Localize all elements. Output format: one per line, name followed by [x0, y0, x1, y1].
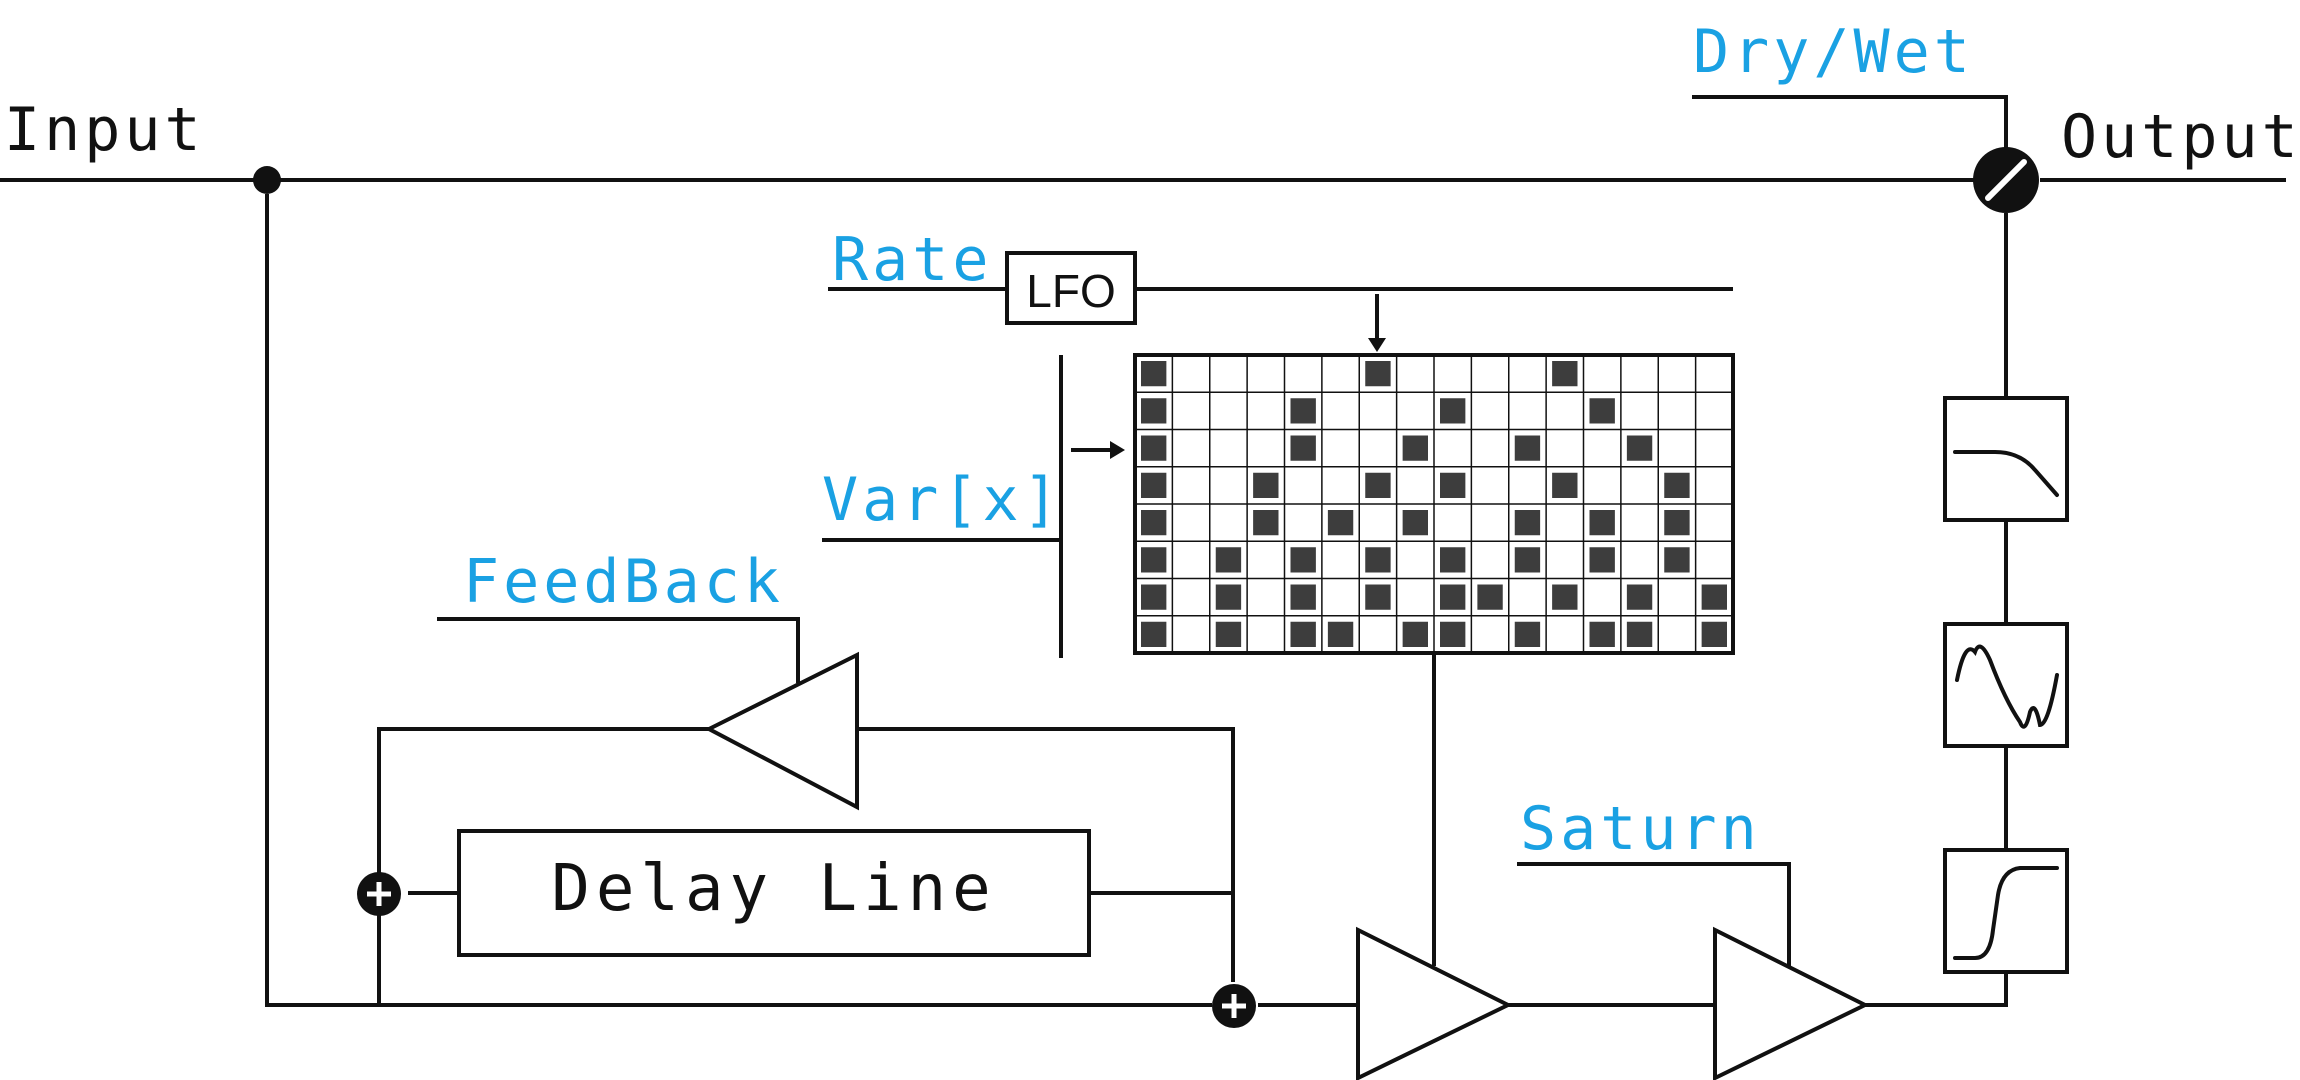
sequencer-step-active[interactable]	[1552, 472, 1578, 498]
saturation-curve-icon	[1953, 866, 2059, 960]
sequencer-step-active[interactable]	[1514, 621, 1541, 647]
sum-node-icon	[1212, 984, 1256, 1028]
sequencer-step-active[interactable]	[1664, 472, 1690, 498]
sequencer-step-active[interactable]	[1365, 361, 1391, 387]
dry-wet-control-wire	[1692, 95, 2008, 152]
sequencer-step-active[interactable]	[1589, 398, 1615, 424]
lfo-label: LFO	[1026, 265, 1115, 317]
sequencer-step-active[interactable]	[1327, 510, 1354, 536]
sequencer-step-active[interactable]	[1215, 584, 1242, 610]
sequencer-grid-lines	[1135, 355, 1733, 653]
waveform-block[interactable]	[1943, 622, 2069, 748]
sequencer-step-active[interactable]	[1141, 361, 1167, 387]
sequencer-step-active[interactable]	[1626, 584, 1653, 610]
sequencer-step-active[interactable]	[1589, 621, 1615, 647]
saturation-block[interactable]	[1943, 848, 2069, 974]
sequencer-step-active[interactable]	[1290, 547, 1316, 573]
lowpass-filter-icon	[1953, 450, 2059, 497]
input-label: Input	[4, 95, 205, 165]
sequencer-step-active[interactable]	[1290, 584, 1316, 610]
saturn-control-wire	[1517, 862, 1791, 966]
sequencer-step-active[interactable]	[1402, 510, 1428, 536]
waveform-box	[1943, 622, 2069, 748]
sequencer-step-active[interactable]	[1514, 435, 1541, 461]
lfo-arrow-head	[1368, 338, 1386, 352]
sequencer-step-active[interactable]	[1701, 584, 1727, 610]
var-x-label: Var[x]	[822, 465, 1063, 535]
sequencer-step-active[interactable]	[1290, 621, 1316, 647]
filter-box	[1943, 396, 2069, 522]
sequencer-step-active[interactable]	[1402, 435, 1428, 461]
dry-wet-label: Dry/Wet	[1693, 17, 1974, 87]
vca-amp[interactable]	[1356, 926, 1513, 1080]
input-split-node	[253, 166, 281, 194]
lowpass-filter-block[interactable]	[1943, 396, 2069, 522]
sequencer-step-active[interactable]	[1141, 510, 1167, 536]
feedback-right-wire	[857, 727, 1235, 982]
sequencer-step-active[interactable]	[1440, 472, 1466, 498]
sequencer-step-active[interactable]	[1327, 621, 1354, 647]
sequencer-step-active[interactable]	[1141, 435, 1167, 461]
sequencer-step-active[interactable]	[1664, 510, 1690, 536]
sequencer-step-active[interactable]	[1253, 472, 1279, 498]
sequencer-step-active[interactable]	[1589, 547, 1615, 573]
sequencer-step-active[interactable]	[1701, 621, 1727, 647]
sequencer-step-active[interactable]	[1514, 547, 1541, 573]
sequencer-step-active[interactable]	[1365, 584, 1391, 610]
saturation-box	[1943, 848, 2069, 974]
sequencer-step-active[interactable]	[1141, 398, 1167, 424]
saturn-amp[interactable]	[1713, 926, 1870, 1080]
sequencer-step-active[interactable]	[1626, 435, 1653, 461]
sequencer-step-active[interactable]	[1141, 621, 1167, 647]
sequencer-step-active[interactable]	[1626, 621, 1653, 647]
sequencer-step-active[interactable]	[1141, 472, 1167, 498]
sum-node-icon	[357, 872, 401, 916]
feedback-amp[interactable]	[704, 651, 859, 811]
step-sequencer-grid[interactable]	[1133, 353, 1735, 655]
sequencer-step-active[interactable]	[1365, 472, 1391, 498]
sequencer-step-active[interactable]	[1440, 621, 1466, 647]
feedback-control-wire	[437, 617, 800, 683]
sequencer-step-active[interactable]	[1253, 510, 1279, 536]
delay-line-label: Delay Line	[551, 852, 996, 926]
sequencer-step-active[interactable]	[1664, 547, 1690, 573]
sequencer-step-active[interactable]	[1514, 510, 1541, 536]
feedback-label: FeedBack	[463, 547, 784, 617]
sequencer-step-active[interactable]	[1290, 398, 1316, 424]
sequencer-step-active[interactable]	[1552, 361, 1578, 387]
rate-label: Rate	[832, 225, 993, 295]
sequencer-step-active[interactable]	[1589, 510, 1615, 536]
sequencer-step-active[interactable]	[1365, 547, 1391, 573]
sequencer-step-active[interactable]	[1215, 547, 1242, 573]
sequencer-step-active[interactable]	[1141, 547, 1167, 573]
sequencer-step-active[interactable]	[1440, 547, 1466, 573]
sequencer-step-active[interactable]	[1440, 584, 1466, 610]
feedback-left-wire	[377, 727, 709, 873]
lfo-box[interactable]	[1005, 251, 1137, 325]
var-arrow-head	[1110, 441, 1125, 459]
waveform-icon	[1955, 644, 2059, 729]
mix-knob-icon[interactable]	[1973, 147, 2039, 213]
sequencer-step-active[interactable]	[1402, 621, 1428, 647]
sequencer-step-active[interactable]	[1440, 398, 1466, 424]
sequencer-step-active[interactable]	[1552, 584, 1578, 610]
saturn-label: Saturn	[1520, 794, 1761, 864]
sequencer-step-active[interactable]	[1290, 435, 1316, 461]
sequencer-step-active[interactable]	[1477, 584, 1503, 610]
sequencer-cells	[1141, 361, 1727, 647]
sequencer-step-active[interactable]	[1141, 584, 1167, 610]
output-label: Output	[2061, 102, 2300, 172]
sequencer-step-active[interactable]	[1215, 621, 1242, 647]
